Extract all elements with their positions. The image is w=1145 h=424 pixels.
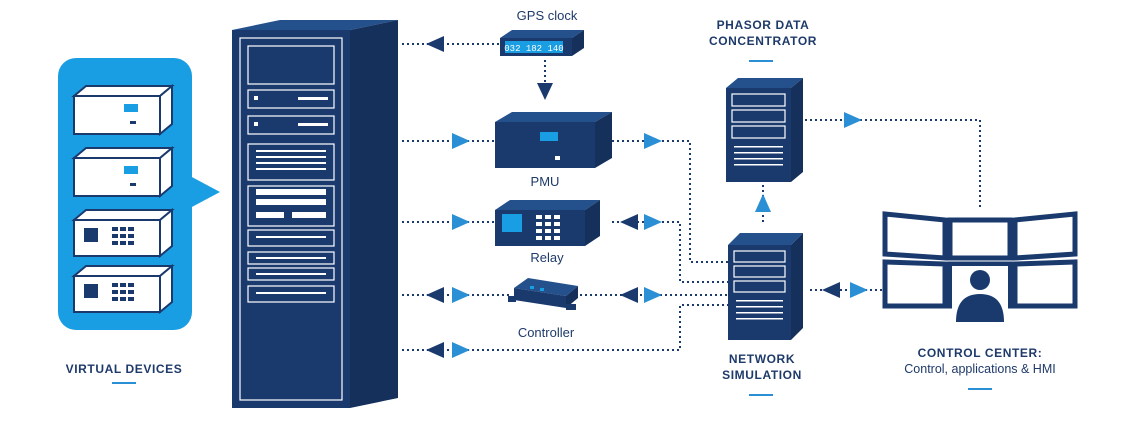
phasor-title-underline bbox=[749, 60, 773, 62]
user-icon bbox=[952, 266, 1008, 322]
arrow-right-blue bbox=[850, 282, 868, 298]
arrow-right-blue bbox=[844, 112, 862, 128]
arrow-left-navy bbox=[620, 287, 638, 303]
virtual-device-icon bbox=[71, 207, 175, 259]
arrow-left-navy bbox=[426, 287, 444, 303]
control-center-heading: CONTROL CENTER: bbox=[917, 346, 1043, 360]
arrow-right-blue bbox=[644, 287, 662, 303]
arrow-right-blue bbox=[452, 133, 470, 149]
arrow-left-navy bbox=[426, 36, 444, 52]
arrow-up-blue bbox=[755, 194, 771, 212]
network-title-line2: SIMULATION bbox=[722, 368, 802, 382]
relay-device-icon bbox=[495, 200, 600, 246]
arrow-right-blue bbox=[452, 214, 470, 230]
control-center-underline bbox=[968, 388, 992, 390]
arrow-right-blue bbox=[644, 214, 662, 230]
network-title-line1: NETWORK bbox=[728, 352, 796, 366]
relay-label: Relay bbox=[530, 250, 564, 265]
control-center-title: CONTROL CENTER: Control, applications & … bbox=[880, 345, 1080, 377]
tower-server-icon bbox=[726, 78, 803, 182]
controller-device-icon bbox=[508, 278, 578, 310]
arrow-left-navy bbox=[620, 214, 638, 230]
control-center-subtitle: Control, applications & HMI bbox=[904, 362, 1056, 376]
virtual-devices-panel bbox=[58, 58, 220, 330]
arrow-right-blue bbox=[452, 287, 470, 303]
server-rack-icon bbox=[232, 20, 398, 408]
virtual-device-icon bbox=[71, 145, 175, 199]
gps-clock-icon: 032 182 140 bbox=[500, 30, 584, 56]
virtual-devices-title: VIRTUAL DEVICES bbox=[65, 362, 183, 376]
controller-label: Controller bbox=[517, 325, 575, 340]
arrow-left-navy bbox=[822, 282, 840, 298]
connection-lines bbox=[402, 43, 981, 351]
arrows bbox=[426, 36, 868, 358]
tower-server-icon bbox=[728, 233, 803, 340]
network-simulation-title: NETWORK SIMULATION bbox=[704, 351, 820, 383]
phasor-title-line2: CONCENTRATOR bbox=[708, 34, 818, 48]
phasor-data-concentrator-title: PHASOR DATA CONCENTRATOR bbox=[694, 17, 832, 49]
virtual-device-icon bbox=[71, 263, 175, 315]
virtual-device-icon bbox=[71, 83, 175, 137]
network-title-underline bbox=[749, 394, 773, 396]
arrow-right-blue bbox=[452, 342, 470, 358]
arrow-down-navy bbox=[537, 83, 553, 100]
phasor-title-line1: PHASOR DATA bbox=[716, 18, 810, 32]
gps-display: 032 182 140 bbox=[504, 44, 563, 54]
gps-clock-label: GPS clock bbox=[516, 8, 578, 23]
pmu-device-icon bbox=[495, 112, 612, 168]
arrow-right-blue bbox=[644, 133, 662, 149]
arrow-left-navy bbox=[426, 342, 444, 358]
pmu-label: PMU bbox=[530, 174, 560, 189]
virtual-devices-underline bbox=[112, 382, 136, 384]
